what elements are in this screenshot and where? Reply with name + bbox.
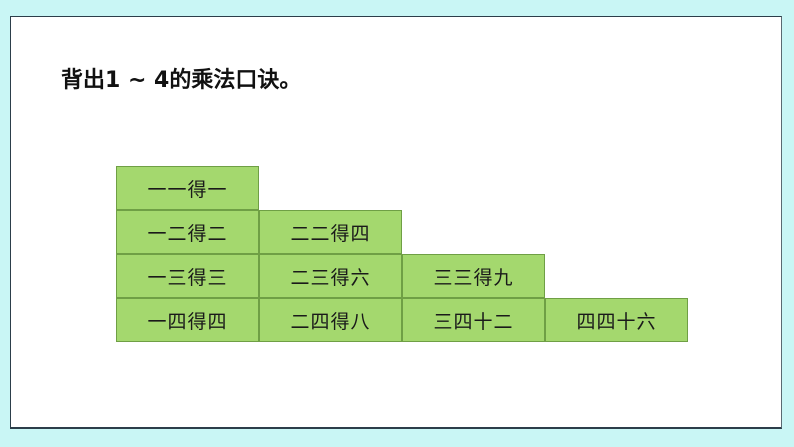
table-cell-3x4: 三四十二	[402, 298, 545, 342]
table-cell-1x1: 一一得一	[116, 166, 259, 210]
table-cell-4x4: 四四十六	[545, 298, 688, 342]
table-cell-1x4: 一四得四	[116, 298, 259, 342]
table-cell-1x3: 一三得三	[116, 254, 259, 298]
table-cell-2x2: 二二得四	[259, 210, 402, 254]
page-title: 背出1 ~ 4的乘法口诀。	[61, 68, 302, 93]
table-cell-1x2: 一二得二	[116, 210, 259, 254]
table-cell-2x3: 二三得六	[259, 254, 402, 298]
table-cell-2x4: 二四得八	[259, 298, 402, 342]
table-cell-3x3: 三三得九	[402, 254, 545, 298]
